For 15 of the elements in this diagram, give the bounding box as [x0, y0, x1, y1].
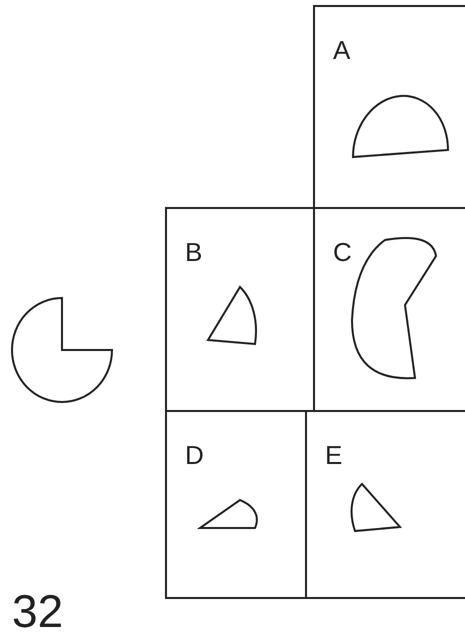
option-letter: E [325, 442, 342, 468]
half-disc-figure [352, 94, 449, 158]
option-letter: D [185, 442, 204, 468]
question-number: 32 [12, 588, 64, 634]
option-letter: B [185, 239, 202, 265]
cut-circle-figure [11, 297, 113, 403]
answer-panel [165, 410, 307, 599]
answer-panel [165, 207, 315, 412]
option-letter: C [333, 239, 352, 265]
sector-figure [350, 482, 401, 532]
sector-figure [199, 499, 258, 529]
answer-panel [313, 5, 465, 209]
sector-figure [207, 286, 257, 345]
crescent-figure [351, 237, 437, 380]
option-letter: A [333, 37, 350, 63]
